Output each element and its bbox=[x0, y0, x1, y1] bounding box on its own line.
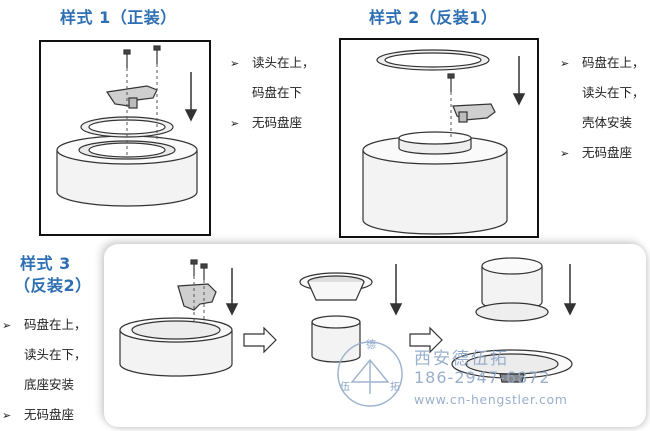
style3-notes: ➢码盘在上， 读头在下， 底座安装 ➢无码盘座 bbox=[2, 310, 87, 430]
watermark-phone: 186-2947-6872 bbox=[414, 368, 551, 387]
style1-panel bbox=[39, 40, 211, 236]
style2-notes: ➢码盘在上， 读头在下， 壳体安装 ➢无码盘座 bbox=[560, 48, 645, 168]
svg-text:拓: 拓 bbox=[390, 381, 400, 393]
style2-panel bbox=[339, 38, 539, 238]
svg-text:德: 德 bbox=[366, 338, 376, 351]
list-item: 壳体安装 bbox=[582, 115, 633, 130]
style2-illustration bbox=[362, 49, 526, 235]
list-item: 底座安装 bbox=[24, 377, 75, 392]
arrow-bullet-icon: ➢ bbox=[230, 117, 240, 130]
list-item: 读头在下， bbox=[24, 347, 87, 362]
style2-title: 样式 2（反装1） bbox=[369, 8, 498, 27]
style1-title: 样式 1（正装） bbox=[60, 8, 177, 27]
style3-illustration: 德 伍 拓 bbox=[119, 257, 577, 407]
list-item: 码盘在下 bbox=[252, 85, 303, 100]
list-item: ➢无码盘座 bbox=[560, 138, 645, 168]
arrow-bullet-icon: ➢ bbox=[560, 57, 570, 70]
list-item: ➢无码盘座 bbox=[230, 108, 315, 138]
watermark-company: 西安德伍拓 bbox=[414, 349, 509, 369]
list-item: 读头在下， bbox=[582, 85, 645, 100]
list-item: ➢码盘在上， bbox=[560, 48, 645, 78]
style3-title-line2: （反装2） bbox=[14, 276, 92, 295]
arrow-bullet-icon: ➢ bbox=[2, 319, 12, 332]
style3-panel: 德 伍 拓 bbox=[104, 244, 646, 427]
svg-text:伍: 伍 bbox=[340, 381, 350, 393]
style1-notes: ➢读头在上， 码盘在下 ➢无码盘座 bbox=[230, 48, 315, 138]
arrow-bullet-icon: ➢ bbox=[2, 409, 12, 422]
arrow-bullet-icon: ➢ bbox=[230, 57, 240, 70]
arrow-bullet-icon: ➢ bbox=[560, 147, 570, 160]
list-item: ➢读头在上， bbox=[230, 48, 315, 78]
style3-title-line1: 样式 3 bbox=[20, 254, 71, 273]
list-item: ➢码盘在上， bbox=[2, 310, 87, 340]
list-item: ➢无码盘座 bbox=[2, 400, 87, 430]
style1-illustration bbox=[56, 45, 198, 207]
watermark-logo-icon bbox=[337, 341, 403, 407]
watermark-url: www.cn-hengstler.com bbox=[414, 392, 568, 407]
